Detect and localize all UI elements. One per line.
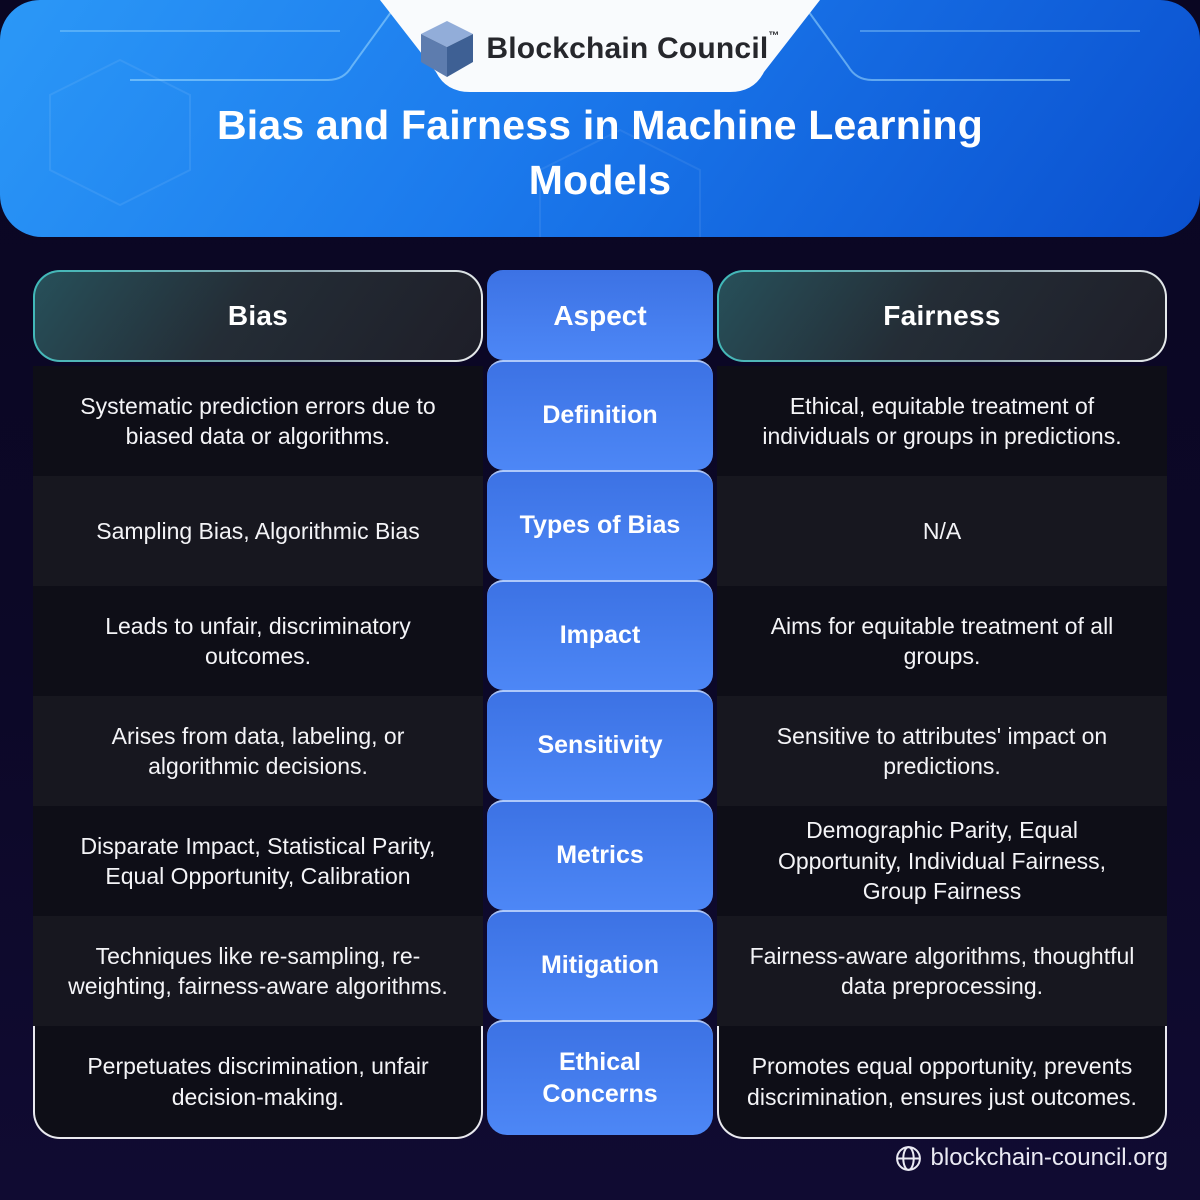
fairness-cell: Demographic Parity, Equal Opportunity, I… xyxy=(717,806,1167,916)
fairness-cell: Sensitive to attributes' impact on predi… xyxy=(717,696,1167,806)
bias-header-label: Bias xyxy=(227,300,289,331)
aspect-cell: Mitigation xyxy=(487,910,713,1020)
fairness-column-header: Fairness xyxy=(717,270,1167,362)
aspect-cell: Definition xyxy=(487,360,713,470)
aspect-cell: Types of Bias xyxy=(487,470,713,580)
fairness-cell: Aims for equitable treatment of all grou… xyxy=(717,586,1167,696)
aspect-cell: Impact xyxy=(487,580,713,690)
page-title: Bias and Fairness in Machine Learning Mo… xyxy=(216,102,984,203)
footer: blockchain-council.org xyxy=(895,1144,1168,1172)
globe-icon xyxy=(895,1145,921,1171)
aspect-cell: Ethical Concerns xyxy=(487,1020,713,1135)
bias-cell: Techniques like re-sampling, re-weightin… xyxy=(33,916,483,1026)
aspect-cell: Sensitivity xyxy=(487,690,713,800)
aspect-column: Aspect Definition Types of Bias Impact S… xyxy=(487,270,713,1135)
fairness-cell: Promotes equal opportunity, prevents dis… xyxy=(717,1026,1167,1139)
fairness-column: Fairness Ethical, equitable treatment of… xyxy=(717,270,1167,1139)
bias-cell: Sampling Bias, Algorithmic Bias xyxy=(33,476,483,586)
logo-tab: Blockchain Council™ xyxy=(380,0,820,92)
blockchain-council-logo-icon xyxy=(421,21,474,77)
bias-cell: Systematic prediction errors due to bias… xyxy=(33,366,483,476)
fairness-header-label: Fairness xyxy=(883,300,1001,331)
logo-text: Blockchain Council™ xyxy=(486,30,780,65)
bias-cell: Arises from data, labeling, or algorithm… xyxy=(33,696,483,806)
aspect-column-header: Aspect xyxy=(487,270,713,360)
website-text: blockchain-council.org xyxy=(930,1144,1168,1171)
header-decor-lines xyxy=(49,7,1140,237)
fairness-cell: N/A xyxy=(717,476,1167,586)
fairness-cell: Fairness-aware algorithms, thoughtful da… xyxy=(717,916,1167,1026)
bias-column-header: Bias xyxy=(33,270,483,362)
bias-cell: Disparate Impact, Statistical Parity, Eq… xyxy=(33,806,483,916)
header-banner: Blockchain Council™ Bias and Fairness in… xyxy=(0,0,1200,237)
bias-cell: Leads to unfair, discriminatory outcomes… xyxy=(33,586,483,696)
fairness-cell: Ethical, equitable treatment of individu… xyxy=(717,366,1167,476)
logo-tab-shape xyxy=(380,0,820,92)
bias-column: Bias Systematic prediction errors due to… xyxy=(33,270,483,1139)
bias-cell: Perpetuates discrimination, unfair decis… xyxy=(33,1026,483,1139)
aspect-cell: Metrics xyxy=(487,800,713,910)
